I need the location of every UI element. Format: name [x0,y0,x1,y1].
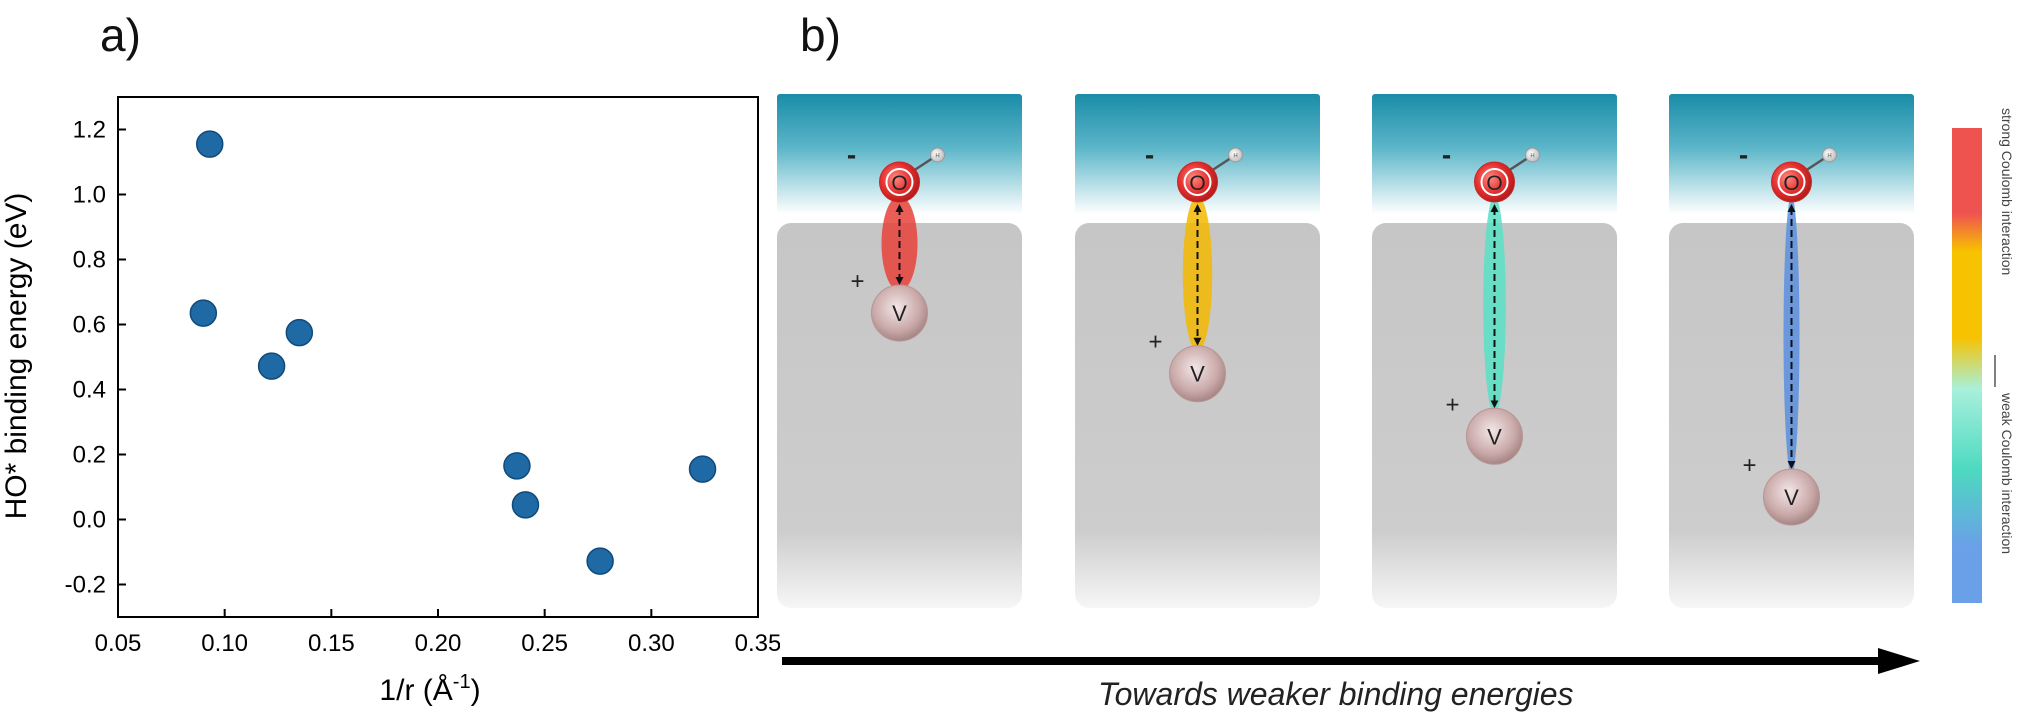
oh-bond [1802,153,1831,174]
colorbar-strong-label: strong Coulomb interaction [1999,108,2015,275]
scatter-point [586,547,614,575]
plus-sign: + [850,268,864,295]
y-tick-label: 0.2 [73,442,106,469]
scatter-point [195,130,224,158]
vacancy-label: V [1784,485,1799,510]
chart-axes: 0.05 0.10 0.15 0.20 0.25 0.30 0.35 -0.2 0.0 0.2 0.… [65,96,780,657]
minus-sign: - [1442,139,1451,170]
oxygen-ring [885,168,914,196]
x-tick-label: 0.20 [415,630,462,657]
y-tick-label: 0.0 [73,507,106,534]
hydrogen-atom [1525,147,1540,163]
surface-layer [777,94,1022,214]
plot-frame [117,96,759,618]
surface-layer [1669,94,1914,214]
x-axis-label-close: ) [471,674,481,707]
chart-points [189,130,717,575]
scatter-point [503,452,531,480]
interaction-ellipse [1182,195,1213,352]
schematic-panel: H O - V + [1372,94,1617,608]
x-tick-label: 0.35 [735,630,780,657]
x-axis-label: 1/r (Å-1) [379,671,480,707]
y-tick-label: 0.8 [73,247,106,274]
y-axis-label: HO* binding energy (eV) [0,193,33,520]
hydrogen-atom [1228,147,1243,163]
schematic-panel: H O - V + [1075,94,1320,608]
plus-sign: + [1742,452,1756,479]
bulk-layer [1075,223,1320,608]
y-tick-label: 0.4 [73,377,106,404]
schematic-panels: H O - V + H O - V + H O - V + H O - V + [777,94,1914,608]
oxygen-label: O [1189,172,1205,195]
panel-b-label: b) [800,9,841,61]
scatter-point [688,455,717,483]
interaction-ellipse [1483,196,1506,415]
y-tick-label: -0.2 [65,572,106,599]
oh-bond [1505,153,1534,174]
hydrogen-label: H [935,154,939,160]
x-tick-label: 0.05 [95,630,142,657]
oxygen-ring [1777,168,1806,196]
x-axis-label-main: 1/r (Å [379,674,452,707]
oh-bond [1208,153,1237,174]
plus-sign: + [1148,329,1162,356]
vacancy-label: V [1190,362,1205,387]
hydrogen-atom [1822,147,1837,163]
interaction-ellipse [1783,196,1800,475]
oxygen-ring [1183,168,1212,196]
y-tick-label: 0.6 [73,312,106,339]
hydrogen-atom [930,147,945,163]
oxygen-atom [1474,161,1515,203]
minus-sign: - [847,139,856,170]
arrow-caption: Towards weaker binding energies [1098,676,1574,712]
weaker-binding-arrow-head [1878,648,1920,674]
oxygen-atom [879,161,920,203]
scatter-point [285,318,314,347]
oh-bond [910,153,939,174]
vacancy [1763,468,1820,526]
hydrogen-label: H [1233,154,1237,160]
oxygen-label: O [1783,172,1799,195]
vacancy [1169,345,1226,403]
x-tick-label: 0.25 [521,630,568,657]
schematic-panel: H O - V + [1669,94,1914,608]
vacancy [871,284,928,342]
vacancy-label: V [892,301,907,326]
vacancy [1466,407,1523,465]
x-axis-label-sup: -1 [453,671,471,693]
schematic-panel: H O - V + [777,94,1022,608]
panel-a-label: a) [100,9,141,61]
colorbar-weak-label: weak Coulomb interaction [1999,392,2015,554]
y-tick-label: 1.2 [73,117,106,144]
scatter-point [511,491,540,519]
minus-sign: - [1739,139,1748,170]
plus-sign: + [1445,391,1459,418]
colorbar [1952,128,1982,603]
surface-layer [1075,94,1320,214]
oxygen-label: O [1486,172,1502,195]
scatter-point [189,299,218,327]
minus-sign: - [1145,139,1154,170]
surface-layer [1372,94,1617,214]
oxygen-atom [1771,161,1812,203]
vacancy-label: V [1487,424,1502,449]
oxygen-label: O [891,172,907,195]
x-tick-label: 0.30 [628,630,675,657]
bulk-layer [1372,223,1617,608]
oxygen-ring [1480,168,1509,196]
oxygen-atom [1177,161,1218,203]
hydrogen-label: H [1530,154,1534,160]
bulk-layer [1669,223,1914,608]
hydrogen-label: H [1827,154,1831,160]
x-tick-label: 0.15 [308,630,355,657]
y-tick-label: 1.0 [73,182,106,209]
bulk-layer [777,223,1022,608]
scatter-chart: 0.05 0.10 0.15 0.20 0.25 0.30 0.35 -0.2 0.0 0.2 0.… [0,96,780,707]
scatter-point [257,352,286,380]
x-tick-label: 0.10 [201,630,248,657]
interaction-ellipse [881,196,918,291]
